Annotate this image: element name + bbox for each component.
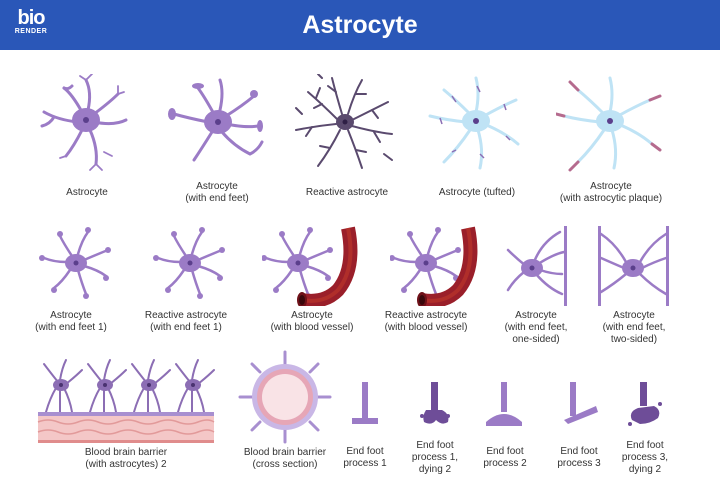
astrocyte-end-feet-1-figure[interactable] — [36, 222, 116, 302]
logo-bio-text: bio — [17, 7, 46, 29]
reactive-astrocyte-end-feet-1-figure[interactable] — [150, 222, 230, 302]
item-caption: Astrocyte (with blood vessel) — [252, 310, 372, 334]
caption-line: Astrocyte — [590, 181, 632, 192]
blood-brain-barrier-figure[interactable] — [36, 358, 216, 446]
item-caption: Reactive astrocyte (with end feet 1) — [126, 310, 246, 334]
caption-line: process 1, — [411, 452, 459, 463]
astrocyte-plaque-figure[interactable] — [556, 74, 666, 174]
item-caption: Blood brain barrier (with astrocytes) 2 — [66, 447, 186, 471]
end-foot-process-1-figure[interactable] — [350, 380, 380, 430]
caption-line: (cross section) — [252, 459, 318, 470]
caption-line: (with end feet) — [185, 193, 249, 204]
caption-line: Astrocyte — [613, 310, 655, 321]
item-caption: End foot process 3 — [544, 446, 614, 470]
item-caption: Reactive astrocyte (with blood vessel) — [366, 310, 486, 334]
caption-line: dying 2 — [418, 464, 452, 475]
caption-line: one-sided) — [512, 334, 560, 345]
caption-line: two-sided) — [610, 334, 658, 345]
item-caption: End foot process 1, dying 2 — [400, 440, 470, 476]
header-bar: bio RENDER Astrocyte — [0, 0, 720, 50]
item-caption: Astrocyte — [32, 187, 142, 199]
caption-line: (with end feet 1) — [150, 322, 222, 333]
item-caption: Blood brain barrier (cross section) — [225, 447, 345, 471]
astrocyte-end-feet-figure[interactable] — [162, 74, 272, 174]
astrocyte-two-sided-figure[interactable] — [596, 222, 672, 310]
caption-line: End foot — [416, 440, 454, 451]
caption-line: dying 2 — [628, 464, 662, 475]
caption-line: (with blood vessel) — [384, 322, 468, 333]
caption-line: Blood brain barrier — [84, 447, 168, 458]
caption-line: (with end feet, — [504, 322, 568, 333]
caption-line: End foot — [346, 446, 384, 457]
end-foot-process-2-figure[interactable] — [484, 380, 524, 430]
caption-line: process 3, — [621, 452, 669, 463]
item-caption: Astrocyte (with astrocytic plaque) — [546, 181, 676, 205]
caption-line: (with end feet 1) — [35, 322, 107, 333]
item-caption: Astrocyte (with end feet) — [162, 181, 272, 205]
caption-line: Blood brain barrier — [243, 447, 327, 458]
caption-line: process 3 — [557, 458, 601, 469]
item-caption: Astrocyte (with end feet, one-sided) — [486, 310, 586, 346]
caption-line: End foot — [626, 440, 664, 451]
caption-line: process 1 — [343, 458, 387, 469]
logo-render-text: RENDER — [14, 28, 48, 35]
item-caption: Reactive astrocyte — [282, 187, 412, 199]
item-caption: Astrocyte (with end feet 1) — [16, 310, 126, 334]
biorender-logo[interactable]: bio RENDER — [14, 7, 48, 37]
bbb-cross-section-figure[interactable] — [238, 350, 332, 444]
caption-line: process 2 — [483, 458, 527, 469]
caption-line: Reactive astrocyte — [144, 310, 228, 321]
caption-line: (with astrocytic plaque) — [559, 193, 663, 204]
caption-line: End foot — [486, 446, 524, 457]
item-caption: End foot process 3, dying 2 — [610, 440, 680, 476]
caption-line: Astrocyte — [515, 310, 557, 321]
caption-line: Astrocyte — [196, 181, 238, 192]
item-caption: Astrocyte (tufted) — [412, 187, 542, 199]
caption-line: Astrocyte — [50, 310, 92, 321]
caption-line: Astrocyte — [66, 187, 108, 198]
astrocyte-tufted-figure[interactable] — [422, 74, 532, 174]
end-foot-process-3-dying-figure[interactable] — [626, 380, 666, 430]
item-caption: End foot process 2 — [470, 446, 540, 470]
caption-line: Reactive astrocyte — [384, 310, 468, 321]
astrocyte-one-sided-figure[interactable] — [502, 222, 572, 310]
page-title: Astrocyte — [302, 11, 418, 39]
astrocyte-figure[interactable] — [32, 74, 142, 174]
reactive-astrocyte-blood-vessel-figure[interactable] — [390, 222, 490, 306]
caption-line: Astrocyte — [291, 310, 333, 321]
end-foot-process-3-figure[interactable] — [560, 380, 600, 430]
caption-line: (with blood vessel) — [270, 322, 354, 333]
item-caption: Astrocyte (with end feet, two-sided) — [584, 310, 684, 346]
astrocyte-blood-vessel-figure[interactable] — [262, 222, 362, 306]
caption-line: Reactive astrocyte — [305, 187, 389, 198]
caption-line: (with end feet, — [602, 322, 666, 333]
end-foot-process-1-dying-figure[interactable] — [418, 380, 452, 430]
caption-line: Astrocyte (tufted) — [438, 187, 516, 198]
caption-line: (with astrocytes) 2 — [85, 459, 167, 470]
caption-line: End foot — [560, 446, 598, 457]
item-caption: End foot process 1 — [330, 446, 400, 470]
reactive-astrocyte-figure[interactable] — [292, 74, 402, 174]
